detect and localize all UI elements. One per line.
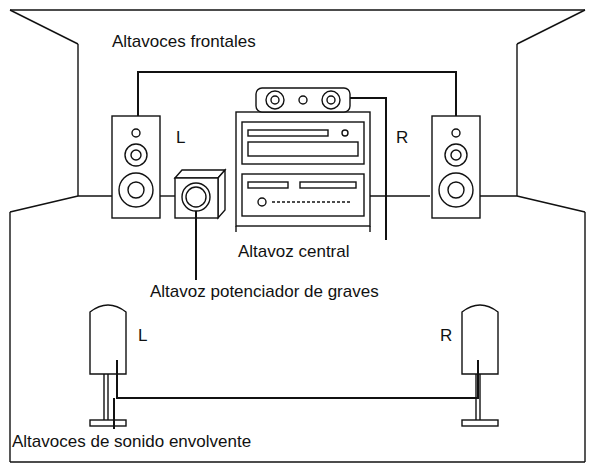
speaker-label: Altavoz potenciador de graves bbox=[150, 282, 400, 302]
av-rack bbox=[236, 112, 370, 232]
left-front-speaker bbox=[112, 116, 160, 218]
centre-speaker bbox=[256, 88, 386, 240]
right-front-speaker bbox=[432, 116, 480, 218]
channel-label: R bbox=[440, 326, 452, 346]
left-surround-speaker bbox=[90, 305, 126, 426]
speaker-label: Altavoces de sonido envolvente bbox=[12, 432, 251, 452]
right-surround-speaker bbox=[462, 305, 498, 426]
front-speaker-wire bbox=[138, 72, 456, 116]
subwoofer bbox=[175, 170, 225, 280]
speaker-label: Altavoz central bbox=[238, 242, 350, 262]
speaker-label: Altavoces frontales bbox=[112, 32, 256, 52]
channel-label: R bbox=[396, 128, 408, 148]
channel-label: L bbox=[176, 128, 185, 148]
surround-wire bbox=[114, 360, 478, 429]
channel-label: L bbox=[138, 326, 147, 346]
room-outline bbox=[10, 10, 585, 462]
